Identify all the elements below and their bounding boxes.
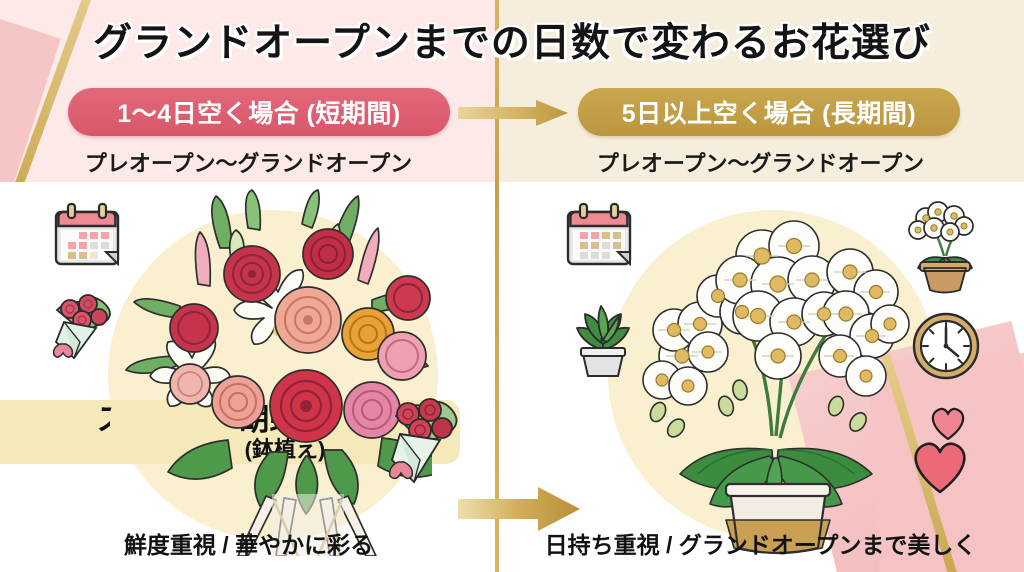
subtitle-right: プレオープン〜グランドオープン bbox=[596, 151, 925, 176]
subtitle-left: プレオープン〜グランドオープン bbox=[84, 151, 413, 176]
potted-plant-icon bbox=[576, 305, 630, 377]
page-title: グランドオープンまでの日数で変わるお花選び bbox=[93, 22, 931, 65]
badge-long-period: 5日以上空く場合 (長期間) bbox=[578, 88, 960, 136]
caption-right: 日持ち重視 / グランドオープンまで美しく bbox=[544, 532, 977, 558]
arrow-right-icon-top bbox=[458, 100, 568, 126]
calendar-icon bbox=[54, 202, 120, 267]
heart-icon bbox=[914, 442, 966, 494]
standing-flower-arrangement-illustration bbox=[125, 189, 432, 556]
arrow-right-icon-middle bbox=[458, 487, 580, 531]
body-vertical-divider bbox=[495, 182, 499, 572]
bouquet-icon bbox=[388, 398, 458, 484]
potted-orchid-icon bbox=[908, 201, 974, 294]
calendar-icon bbox=[566, 202, 632, 267]
caption-left: 鮮度重視 / 華やかに彩る bbox=[123, 532, 374, 558]
heart-icon bbox=[931, 407, 965, 441]
clock-icon bbox=[912, 312, 980, 380]
badge-long-period-label: 5日以上空く場合 (長期間) bbox=[621, 100, 917, 128]
body-region: スタンド花 (切り花) 胡蝶蘭 (鉢植え) 鮮度重視 / 華やかに彩る 日持ち重… bbox=[0, 182, 1024, 572]
label-right-sub: (鉢植え) bbox=[244, 436, 326, 462]
badge-short-period-label: 1〜4日空く場合 (短期間) bbox=[117, 100, 401, 128]
bouquet-icon bbox=[52, 294, 111, 360]
badge-short-period: 1〜4日空く場合 (短期間) bbox=[68, 88, 450, 136]
header-vertical-divider bbox=[495, 0, 499, 182]
phalaenopsis-orchid-illustration bbox=[642, 220, 910, 555]
